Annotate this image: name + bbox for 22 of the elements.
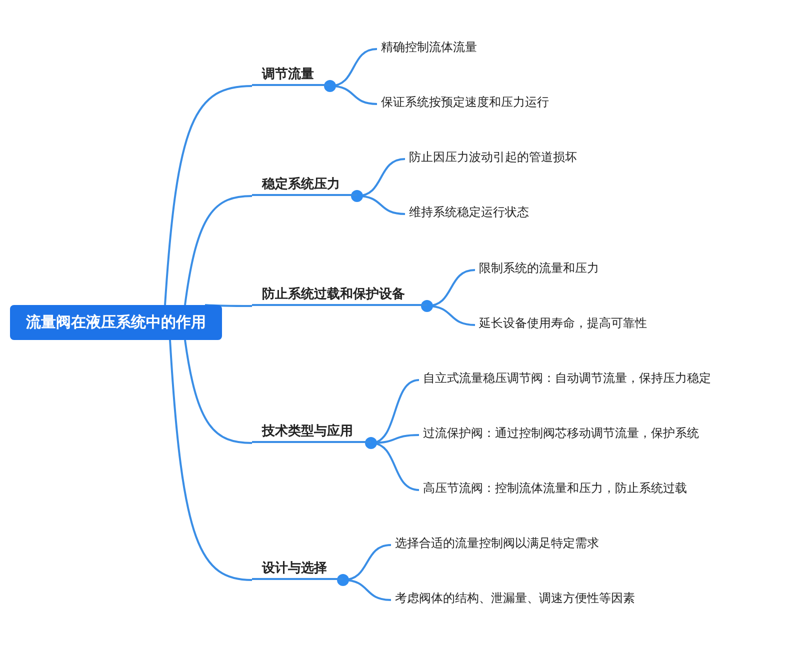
root-topic-box: 流量阀在液压系统中的作用 [10, 305, 222, 340]
connector-line [204, 304, 252, 307]
connector-line [184, 195, 252, 306]
subtopic-text: 选择合适的流量控制阀以满足特定需求 [395, 534, 599, 552]
branch-topic: 防止系统过载和保护设备 [252, 286, 427, 306]
branch-topic: 设计与选择 [252, 560, 343, 580]
subtopic-text: 保证系统按预定速度和压力运行 [381, 93, 549, 111]
subtopic-text: 自立式流量稳压调节阀：自动调节流量，保持压力稳定 [423, 369, 711, 387]
branch-topic: 调节流量 [252, 66, 330, 86]
subtopic-text: 高压节流阀：控制流体流量和压力，防止系统过载 [423, 479, 687, 497]
subtopic-text: 延长设备使用寿命，提高可靠性 [479, 314, 647, 332]
subtopic-text: 维持系统稳定运行状态 [409, 203, 529, 221]
connector-line [169, 340, 252, 581]
subtopic-text: 防止因压力波动引起的管道损坏 [409, 148, 577, 166]
subtopic-text: 过流保护阀：通过控制阀芯移动调节流量，保护系统 [423, 424, 699, 442]
subtopic-text: 考虑阀体的结构、泄漏量、调速方便性等因素 [395, 589, 635, 607]
connector-line [184, 340, 252, 444]
branch-topic: 技术类型与应用 [252, 423, 371, 443]
branch-topic: 稳定系统压力 [252, 176, 357, 196]
connector-line [164, 85, 252, 306]
subtopic-text: 限制系统的流量和压力 [479, 259, 599, 277]
subtopic-text: 精确控制流体流量 [381, 38, 477, 56]
